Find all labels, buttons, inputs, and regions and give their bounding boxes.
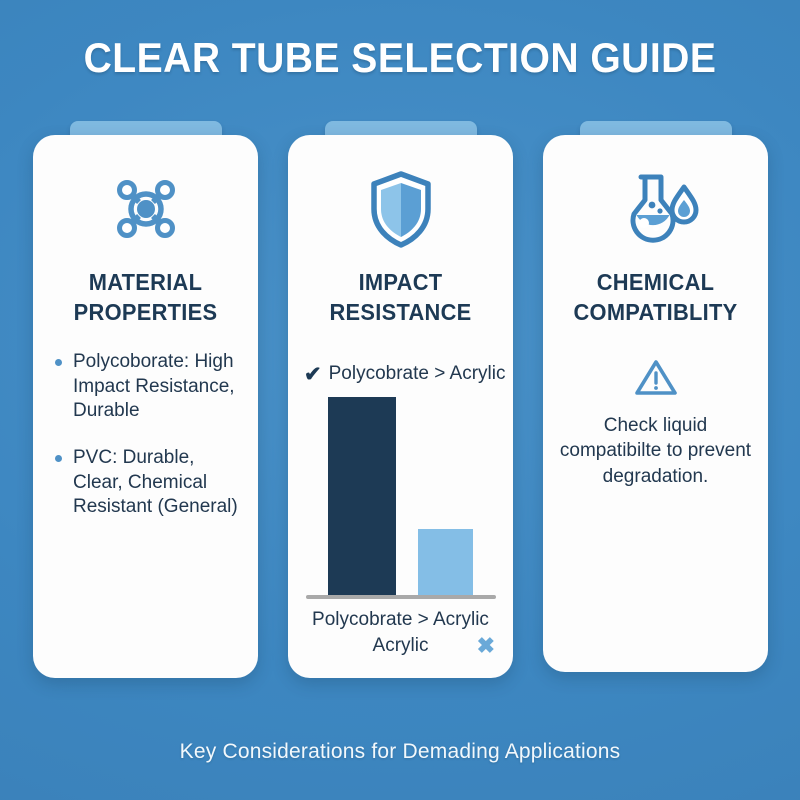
card-impact-resistance[interactable]: IMPACT RESISTANCE ✔ Polycobrate > Acryli… xyxy=(288,135,513,678)
chart-baseline xyxy=(306,595,496,599)
page-title: CLEAR TUBE SELECTION GUIDE xyxy=(83,34,717,81)
chart-legend-line1: Polycobrate > Acrylic xyxy=(312,609,489,630)
list-item-label: Polycoborate: High Impact Resistance, Du… xyxy=(73,351,235,422)
card-title-impact-resistance: IMPACT RESISTANCE xyxy=(301,267,500,328)
card-title-line1: IMPACT xyxy=(358,269,443,295)
card-title-line2: COMPATIBLITY xyxy=(573,299,738,326)
chart-legend-line2: Acrylic xyxy=(372,634,429,656)
chart-legend-line2-row: Acrylic ✖ xyxy=(300,633,501,659)
shield-icon xyxy=(288,163,513,255)
card-title-line1: CHEMICAL xyxy=(596,269,715,295)
material-properties-list: Polycoborate: High Impact Resistance, Du… xyxy=(53,350,244,542)
card-title-chemical-compatibility: CHEMICAL COMPATIBLITY xyxy=(556,267,755,328)
impact-check-row: ✔ Polycobrate > Acrylic xyxy=(304,363,506,385)
bar-polycobrate xyxy=(328,397,396,595)
chemical-compatibility-note: Check liquid compatibilte to prevent deg… xyxy=(559,415,752,487)
chart-legend: Polycobrate > Acrylic Acrylic ✖ xyxy=(300,607,501,658)
card-title-line2: RESISTANCE xyxy=(329,299,472,326)
list-item: PVC: Durable, Clear, Chemical Resistant … xyxy=(53,446,244,520)
card-chemical-compatibility[interactable]: CHEMICAL COMPATIBLITY Check liquid compa… xyxy=(543,135,768,672)
list-item-label: PVC: Durable, Clear, Chemical Resistant … xyxy=(73,447,238,518)
bar-acrylic xyxy=(418,529,473,595)
impact-resistance-bar-chart xyxy=(306,393,496,599)
bullet-dot-icon xyxy=(55,359,62,366)
x-icon: ✖ xyxy=(476,632,495,658)
card-material-properties[interactable]: MATERIAL PROPERTIES Polycoborate: High I… xyxy=(33,135,258,678)
check-icon: ✔ xyxy=(304,362,322,386)
molecule-icon xyxy=(33,163,258,255)
card-title-line2: PROPERTIES xyxy=(73,299,218,326)
flask-droplet-icon xyxy=(543,163,768,255)
list-item: Polycoborate: High Impact Resistance, Du… xyxy=(53,350,244,424)
card-title-material-properties: MATERIAL PROPERTIES xyxy=(46,267,245,328)
bullet-dot-icon xyxy=(55,455,62,463)
footer-caption: Key Considerations for Demading Applicat… xyxy=(179,740,621,763)
warning-triangle-icon xyxy=(543,357,768,399)
impact-check-label: Polycobrate > Acrylic xyxy=(328,363,506,384)
card-title-line1: MATERIAL xyxy=(88,269,203,295)
